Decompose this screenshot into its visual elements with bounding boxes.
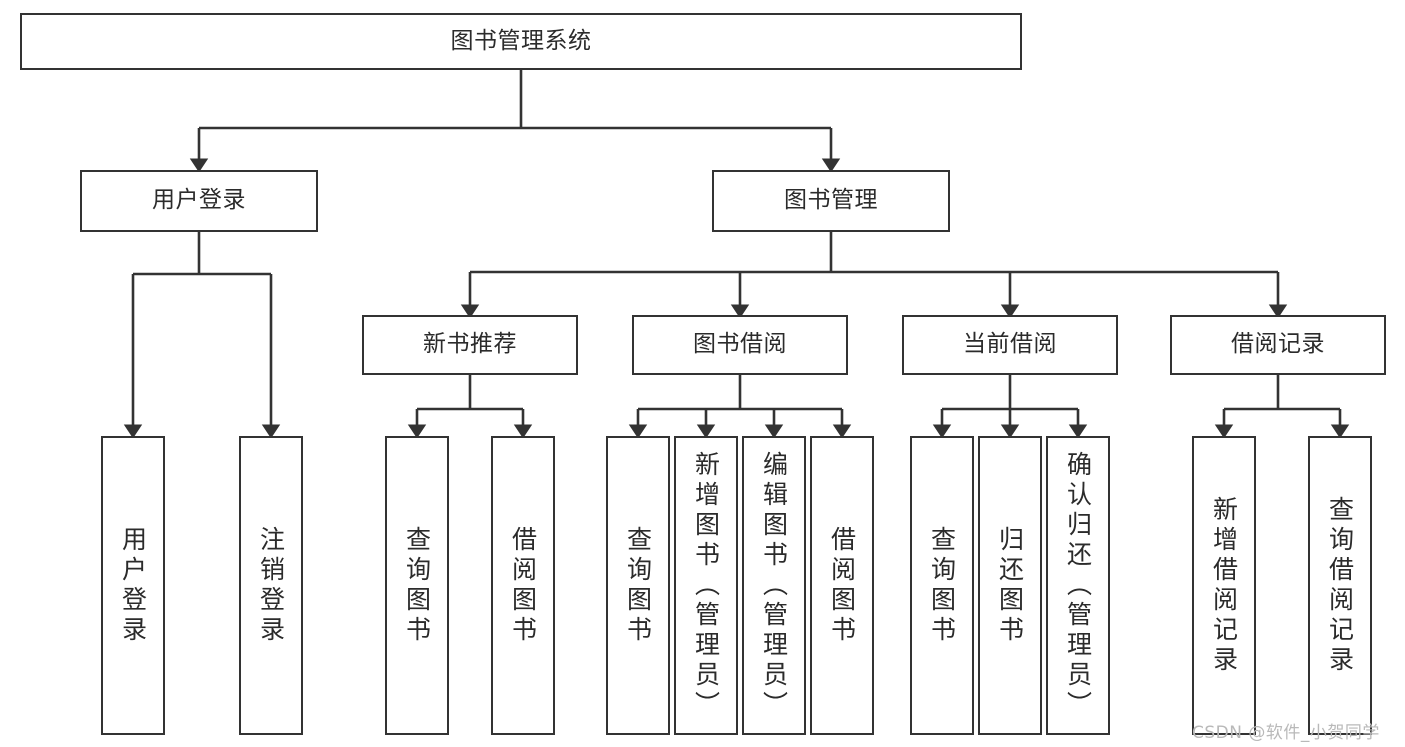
node-label: 借阅图书 — [827, 525, 857, 646]
watermark-text: CSDN @软件_小贺同学 — [1192, 723, 1380, 743]
leaf-query-book-borrow[interactable]: 查询图书 — [606, 436, 670, 735]
node-borrow-record[interactable]: 借阅记录 — [1170, 315, 1386, 375]
node-book-management[interactable]: 图书管理 — [712, 170, 950, 232]
leaf-logout-login[interactable]: 注销登录 — [239, 436, 303, 735]
leaf-confirm-return-admin[interactable]: 确认归还（管理员） — [1046, 436, 1110, 735]
leaf-user-login[interactable]: 用户登录 — [101, 436, 165, 735]
node-label: 新增借阅记录 — [1209, 495, 1239, 676]
node-book-borrow[interactable]: 图书借阅 — [632, 315, 848, 375]
node-label: 图书借阅 — [693, 331, 787, 358]
node-user-login[interactable]: 用户登录 — [80, 170, 318, 232]
node-label: 图书管理 — [784, 187, 878, 214]
node-label: 用户登录 — [152, 187, 246, 214]
node-label: 注销登录 — [256, 525, 286, 646]
leaf-query-book-recommend[interactable]: 查询图书 — [385, 436, 449, 735]
node-label: 查询图书 — [623, 525, 653, 646]
node-label: 图书管理系统 — [450, 27, 592, 54]
node-current-borrow[interactable]: 当前借阅 — [902, 315, 1118, 375]
node-new-book-recommend[interactable]: 新书推荐 — [362, 315, 578, 375]
node-label: 查询借阅记录 — [1325, 495, 1355, 676]
node-label: 查询图书 — [402, 525, 432, 646]
leaf-query-book-current[interactable]: 查询图书 — [910, 436, 974, 735]
leaf-add-borrow-record[interactable]: 新增借阅记录 — [1192, 436, 1256, 735]
node-label: 归还图书 — [995, 525, 1025, 646]
leaf-edit-book-admin[interactable]: 编辑图书（管理员） — [742, 436, 806, 735]
leaf-borrow-book[interactable]: 借阅图书 — [810, 436, 874, 735]
node-label: 用户登录 — [118, 525, 148, 646]
leaf-query-borrow-record[interactable]: 查询借阅记录 — [1308, 436, 1372, 735]
leaf-add-book-admin[interactable]: 新增图书（管理员） — [674, 436, 738, 735]
node-label: 当前借阅 — [963, 331, 1057, 358]
node-label: 借阅记录 — [1231, 331, 1325, 358]
node-library-management-system[interactable]: 图书管理系统 — [20, 13, 1022, 70]
leaf-return-book[interactable]: 归还图书 — [978, 436, 1042, 735]
node-label: 查询图书 — [927, 525, 957, 646]
node-label: 确认归还（管理员） — [1063, 450, 1093, 721]
node-label: 编辑图书（管理员） — [759, 450, 789, 721]
node-label: 新增图书（管理员） — [691, 450, 721, 721]
node-label: 借阅图书 — [508, 525, 538, 646]
leaf-borrow-book-recommend[interactable]: 借阅图书 — [491, 436, 555, 735]
node-label: 新书推荐 — [423, 331, 517, 358]
